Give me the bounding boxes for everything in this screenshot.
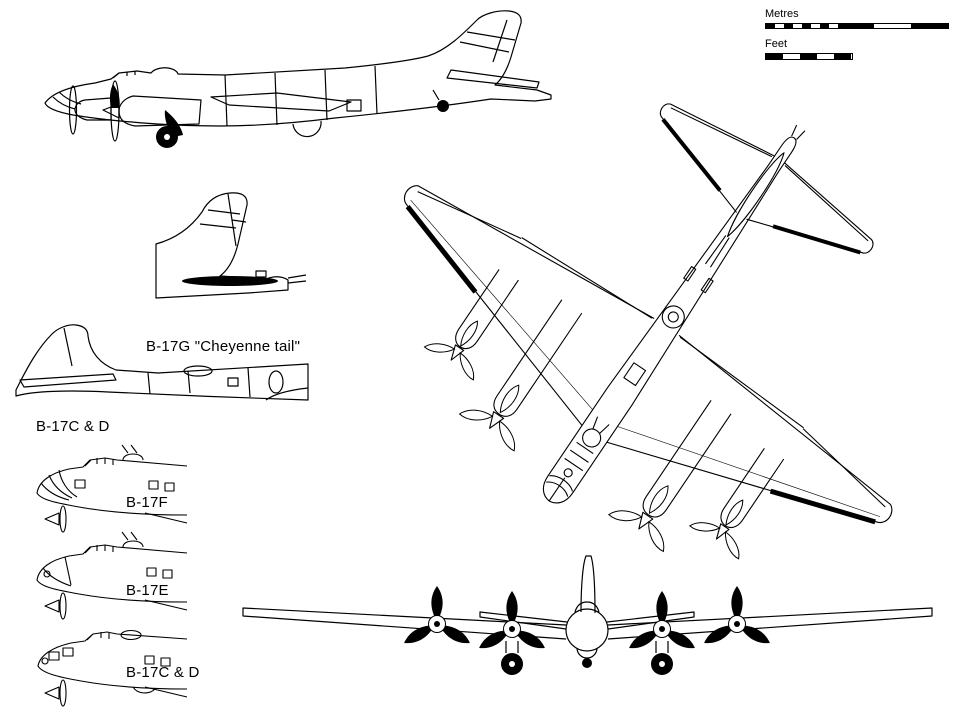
scale-segment bbox=[810, 24, 820, 28]
tail-wheel bbox=[582, 658, 592, 668]
propellers bbox=[423, 320, 744, 560]
dorsal-blister bbox=[183, 365, 213, 377]
scale-bars: Metres Feet bbox=[765, 8, 953, 60]
right-stabilizer bbox=[606, 611, 695, 630]
right-stabilizer bbox=[746, 162, 874, 254]
ball-turret bbox=[292, 120, 322, 138]
label-tail-detail: B-17G "Cheyenne tail" bbox=[146, 338, 301, 355]
top-turret bbox=[122, 453, 144, 461]
fuselage bbox=[542, 136, 797, 504]
prop-blade bbox=[109, 84, 120, 108]
fin bbox=[580, 555, 596, 614]
scale-segment bbox=[819, 24, 829, 28]
deicer-boots bbox=[405, 118, 876, 525]
early-variant-side-drawing bbox=[15, 324, 309, 401]
scale-segment bbox=[800, 54, 817, 59]
fuselage bbox=[565, 608, 609, 652]
tail-wheel bbox=[437, 100, 449, 112]
scale-segment bbox=[792, 24, 802, 28]
plan-view-container bbox=[297, 0, 960, 674]
astrodome bbox=[563, 468, 573, 478]
tail-detail-drawing bbox=[155, 192, 307, 299]
top-turret bbox=[582, 428, 602, 448]
scale-segment bbox=[874, 24, 912, 28]
left-wing bbox=[403, 185, 655, 426]
label-nose-f: B-17F bbox=[126, 494, 168, 511]
propellers bbox=[404, 586, 770, 649]
feet-scale-label: Feet bbox=[765, 38, 788, 50]
landing-gear bbox=[501, 653, 673, 675]
label-early-side-variant: B-17C & D bbox=[36, 418, 110, 435]
scale-segment bbox=[783, 54, 800, 59]
left-stabilizer bbox=[659, 103, 775, 213]
waist-window bbox=[700, 277, 714, 294]
label-nose-cd: B-17C & D bbox=[126, 664, 200, 681]
entry-window bbox=[268, 370, 284, 394]
right-wing bbox=[606, 334, 893, 524]
scale-segment bbox=[774, 24, 784, 28]
stabilizer-silhouette bbox=[446, 69, 540, 89]
ventral-bathtub bbox=[132, 686, 156, 694]
wing-silhouette bbox=[210, 92, 352, 112]
top-turret bbox=[122, 540, 144, 548]
left-stabilizer bbox=[479, 611, 568, 630]
nose-profile-cd-drawing bbox=[37, 629, 188, 707]
nose-profile-f-drawing bbox=[36, 444, 188, 533]
scale-segment bbox=[828, 24, 838, 28]
tail-gunner-window bbox=[255, 270, 267, 278]
nose-profile-e-drawing bbox=[36, 531, 188, 620]
feet-scale-bar bbox=[765, 53, 853, 60]
ball-turret bbox=[661, 305, 685, 329]
dorsal-blister bbox=[120, 629, 142, 641]
plan-view-drawing bbox=[403, 103, 893, 560]
radio-hatch bbox=[623, 362, 647, 387]
metres-scale-label: Metres bbox=[765, 8, 799, 20]
tail-guns bbox=[287, 274, 307, 284]
scale-segment bbox=[766, 24, 775, 28]
metres-scale-bar bbox=[765, 23, 949, 29]
right-wing bbox=[607, 607, 933, 640]
waist-window bbox=[683, 266, 697, 282]
left-wing bbox=[242, 607, 567, 640]
scale-segment bbox=[817, 54, 834, 59]
stabilizer-silhouette bbox=[19, 373, 117, 388]
fin-plan bbox=[726, 152, 785, 238]
waist-window bbox=[346, 99, 362, 112]
canopy bbox=[574, 601, 600, 613]
scale-segment bbox=[766, 54, 783, 59]
label-nose-e: B-17E bbox=[126, 582, 169, 599]
side-view-drawing bbox=[44, 10, 552, 148]
scale-segment bbox=[837, 24, 875, 28]
front-view-drawing bbox=[242, 555, 933, 675]
tail-guns bbox=[791, 124, 806, 140]
scale-segment bbox=[834, 54, 851, 59]
scale-segment bbox=[911, 24, 949, 28]
spinners bbox=[428, 615, 746, 638]
prop-blade bbox=[164, 110, 183, 137]
stabilizer-silhouette bbox=[182, 276, 278, 286]
scale-segment bbox=[783, 24, 793, 28]
scale-segment bbox=[801, 24, 811, 28]
